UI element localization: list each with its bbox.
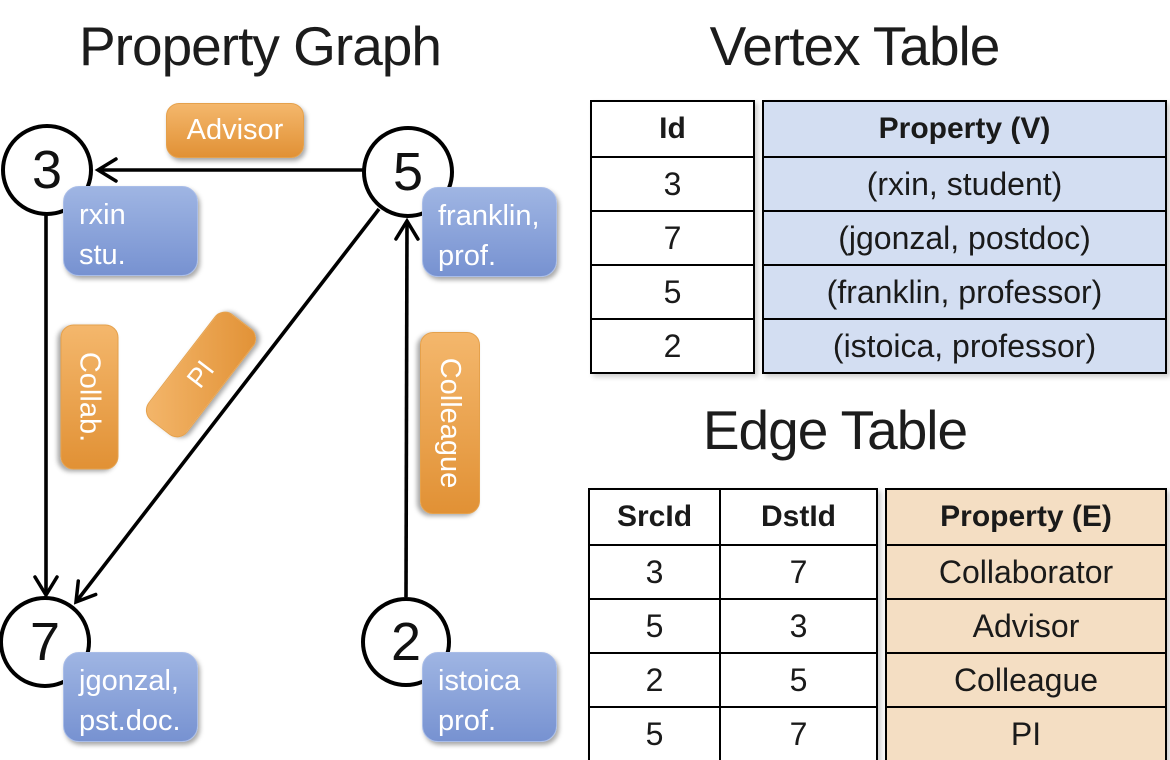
vertex-table-id-cell: 7 [592, 210, 753, 264]
edge-table-property-cell: Collaborator [887, 544, 1165, 598]
edge-table-header-property: Property (E) [940, 500, 1112, 533]
edge-table-srcid-cell: 3 [590, 546, 721, 598]
edge-label-collab: Collab. [60, 324, 119, 470]
edge-table-srcid-cell: 5 [590, 708, 721, 760]
edge-table-row: 3 7 [590, 544, 876, 598]
node-id-7: 7 [29, 612, 61, 672]
vertex-prop-line: franklin, [438, 200, 540, 232]
edge-table-srcid-cell: 5 [590, 600, 721, 652]
edge-table-row: 2 5 [590, 652, 876, 706]
vertex-prop-line: jgonzal, [79, 665, 179, 697]
edge-table-id-columns: SrcId DstId 3 7 5 3 2 5 5 7 [588, 488, 878, 760]
node-id-2: 2 [390, 612, 422, 672]
vertex-prop-line: rxin [79, 199, 126, 231]
edge-table-header-srcid: SrcId [590, 490, 721, 544]
edge-table-row: 5 7 [590, 706, 876, 760]
edge-table-property-column: Property (E) Collaborator Advisor Collea… [885, 488, 1167, 760]
vertex-table-property-cell: (rxin, student) [764, 156, 1165, 210]
edge-table-title: Edge Table [702, 399, 968, 461]
edge-table-row: 5 3 [590, 598, 876, 652]
vertex-prop-box-7: jgonzal, pst.doc. [63, 652, 198, 742]
edge-line-colleague-2-to-5 [394, 217, 420, 598]
vertex-table-id-cell: 3 [592, 156, 753, 210]
edge-table-header-row: SrcId DstId [590, 490, 876, 544]
vertex-prop-line: prof. [438, 705, 497, 738]
edge-label-advisor: Advisor [166, 103, 304, 158]
vertex-table-property-column: Property (V) (rxin, student) (jgonzal, p… [762, 100, 1167, 374]
edge-table-property-cell: PI [887, 706, 1165, 760]
edge-table-header-dstid: DstId [761, 500, 836, 533]
edge-table-property-cell: Advisor [887, 598, 1165, 652]
vertex-table-header-property: Property (V) [878, 112, 1051, 145]
node-id-5: 5 [392, 142, 424, 202]
vertex-prop-line: pst.doc. [79, 705, 181, 738]
vertex-table-property-cell: (jgonzal, postdoc) [764, 210, 1165, 264]
vertex-prop-line: istoica [438, 665, 521, 697]
vertex-table-id-cell: 2 [592, 318, 753, 372]
vertex-prop-line: prof. [438, 240, 497, 273]
edge-table-srcid-cell: 2 [590, 654, 721, 706]
vertex-table-id-cell: 5 [592, 264, 753, 318]
node-id-3: 3 [31, 140, 63, 200]
edge-table-dstid-cell: 3 [789, 607, 808, 644]
edge-table-dstid-cell: 7 [789, 715, 808, 752]
edge-label-colleague: Colleague [420, 332, 480, 514]
vertex-table-id-column: Id 3 7 5 2 [590, 100, 755, 374]
vertex-prop-box-3: rxin stu. [63, 186, 198, 276]
edge-table-dstid-cell: 7 [789, 553, 808, 590]
vertex-prop-box-5: franklin, prof. [422, 187, 557, 277]
vertex-table-header-id: Id [659, 112, 686, 145]
vertex-prop-box-2: istoica prof. [422, 652, 557, 742]
vertex-table-title: Vertex Table [709, 15, 1001, 77]
vertex-prop-line: stu. [79, 239, 126, 272]
edge-table-dstid-cell: 5 [789, 661, 808, 698]
graph-title: Property Graph [78, 15, 442, 77]
vertex-table-property-cell: (franklin, professor) [764, 264, 1165, 318]
edge-line-pi-5-to-7 [73, 207, 381, 605]
edge-table-property-cell: Colleague [887, 652, 1165, 706]
vertex-table-property-cell: (istoica, professor) [764, 318, 1165, 372]
